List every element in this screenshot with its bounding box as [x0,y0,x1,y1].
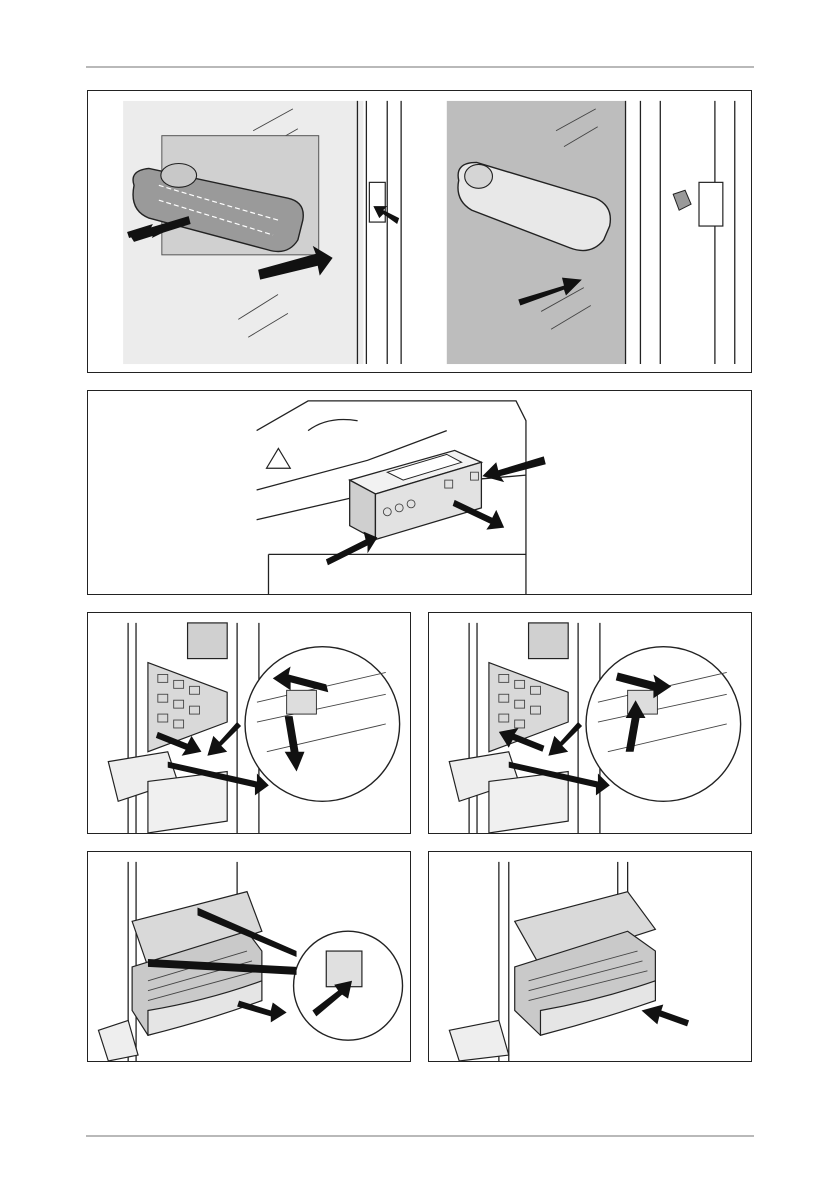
control-panel-illustration [88,391,751,594]
figure-shelf-lock [428,612,752,834]
header-rule [86,66,754,68]
push-arrow-icon [326,532,377,566]
magnifier-circle-icon [586,647,741,802]
magnifier-circle-icon [245,647,400,802]
drawer-remove-illustration [88,852,410,1061]
figure-control-panel [87,390,752,595]
shelf-unlock-illustration [88,613,410,833]
push-arrow-icon [642,1005,690,1027]
figure-drawer-insert [428,851,752,1062]
door-frame-right [626,101,735,364]
footer-rule [86,1135,754,1137]
figure-shelf-unlock [87,612,411,834]
drawer-insert-illustration [429,852,751,1061]
figure-drawer-remove [87,851,411,1062]
push-arrow-icon [482,456,545,482]
warning-triangle-icon [267,448,291,468]
figure-handle-remove [87,90,752,373]
drawer-icon [449,892,655,1061]
hinge-clip-left [369,182,385,222]
drawer-icon [98,892,261,1061]
shelf-icon [108,623,227,833]
hinge-clip-right [699,182,723,226]
control-box-icon [350,450,482,539]
drawer-latch-icon [326,951,362,987]
pull-arrow-icon [237,1001,287,1023]
door-frame-left [357,101,401,364]
shelf-icon [449,623,568,833]
handle-remove-illustration [88,91,751,372]
shelf-lock-illustration [429,613,751,833]
